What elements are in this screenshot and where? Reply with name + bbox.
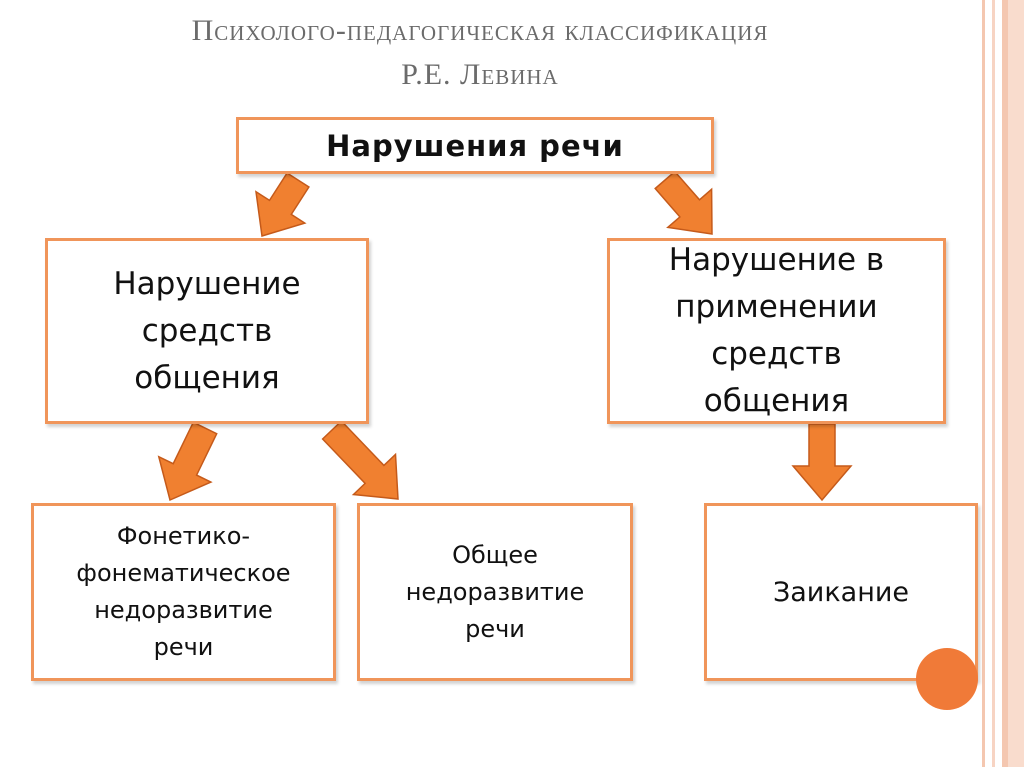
node-line: Нарушение xyxy=(113,265,301,302)
arrow-usage-to-zai xyxy=(791,423,853,502)
arrow-root-to-usage xyxy=(654,170,713,235)
node-label: Заикание xyxy=(772,576,910,608)
node-label: Нарушения речи xyxy=(326,128,624,163)
node-line: общения xyxy=(703,383,850,419)
node-line: речи xyxy=(153,633,214,661)
node-line: недоразвитие xyxy=(405,577,585,606)
node-line: недоразвитие xyxy=(94,596,273,624)
arrow-means-to-ffn xyxy=(157,421,218,502)
node-line: Нарушение в xyxy=(668,242,885,278)
node-means-of-communication-disorder: Нарушение средств общения xyxy=(45,238,369,424)
node-line: речи xyxy=(465,614,525,643)
node-speech-disorders: Нарушения речи xyxy=(236,117,714,174)
node-line: средств xyxy=(711,336,842,372)
decorative-corner-circle xyxy=(916,648,978,710)
node-general-speech-underdevelopment: Общее недоразвитие речи xyxy=(357,503,633,681)
node-line: Фонетико- xyxy=(116,522,251,550)
slide-subtitle-author: Р.Е. Левина xyxy=(401,58,559,91)
decorative-border-stripes xyxy=(978,0,1024,767)
node-line: общения xyxy=(134,359,280,396)
arrow-root-to-means xyxy=(255,171,310,237)
node-line: Общее xyxy=(452,540,538,569)
node-line: фонематическое xyxy=(76,559,291,587)
node-usage-of-communication-disorder: Нарушение в применении средств общения xyxy=(607,238,946,424)
node-line: применении xyxy=(675,289,878,325)
node-line: средств xyxy=(141,312,273,349)
node-phonetic-phonemic-underdevelopment: Фонетико- фонематическое недоразвитие ре… xyxy=(31,503,336,681)
arrow-means-to-onr xyxy=(321,419,399,500)
slide-title: Психолого-педагогическая классификация xyxy=(191,14,769,47)
node-stuttering: Заикание xyxy=(704,503,978,681)
